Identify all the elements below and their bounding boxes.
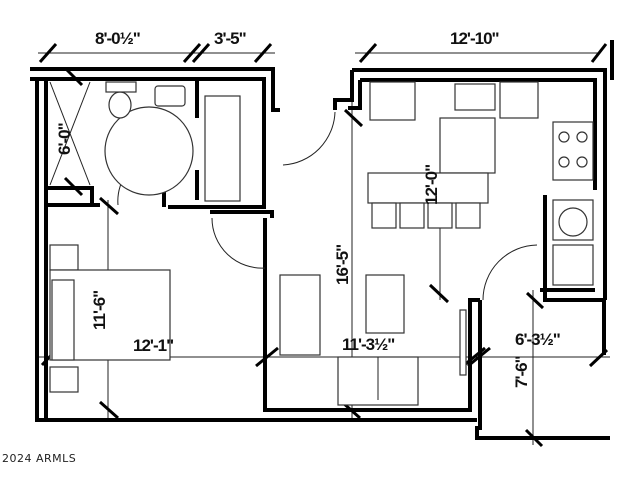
dim-bedroom-width: 12'-1": [133, 336, 173, 355]
dim-living-depth: 16'-5": [333, 245, 352, 285]
dim-entry-width: 6'-3½": [515, 330, 560, 349]
dim-bath-width: 8'-0½": [95, 29, 140, 48]
furniture: [49, 81, 594, 406]
dim-living-width: 11'-3½": [342, 335, 394, 354]
dim-shower-length: 6'-0": [55, 123, 74, 155]
walls: [30, 40, 614, 440]
dim-entry-depth: 7'-6": [512, 356, 531, 388]
dim-bedroom-depth: 11'-6": [90, 291, 109, 330]
copyright-watermark: 2024 ARMLS: [2, 452, 76, 465]
dim-kitchen-depth: 12'-0": [422, 165, 441, 205]
dim-closet-width: 3'-5": [214, 29, 246, 48]
dim-kitchen-width: 12'-10": [450, 29, 499, 48]
